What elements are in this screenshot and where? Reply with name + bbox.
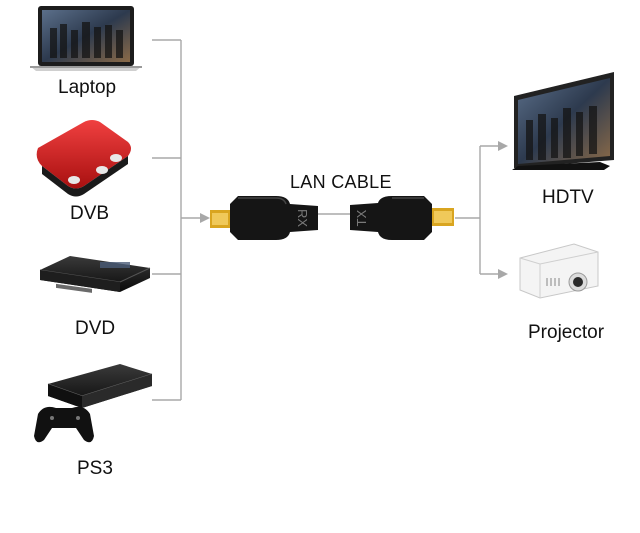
tv-icon [512, 72, 614, 170]
arrow-to-hdtv-icon [498, 141, 508, 151]
tx-adapter-icon: TX [350, 196, 454, 240]
source-bracket-lines [152, 39, 202, 401]
rx-adapter-icon: RX [210, 196, 318, 240]
game-console-icon [34, 364, 153, 443]
source-label-laptop: Laptop [58, 77, 117, 98]
arrow-to-rx-icon [200, 213, 210, 223]
output-label-projector: Projector [528, 322, 605, 343]
dvd-player-icon [39, 256, 151, 293]
output-label-hdtv: HDTV [542, 187, 594, 208]
source-label-dvb: DVB [70, 203, 110, 224]
set-top-box-icon [36, 120, 131, 197]
laptop-icon [30, 6, 142, 71]
projector-icon [519, 243, 599, 299]
output-bracket-lines [455, 145, 500, 275]
tx-mark: TX [354, 209, 369, 226]
lan-cable-label: LAN CABLE [290, 172, 392, 192]
source-label-ps3: PS3 [77, 458, 113, 479]
source-label-dvd: DVD [75, 318, 116, 339]
arrow-to-projector-icon [498, 269, 508, 279]
rx-mark: RX [295, 209, 310, 227]
